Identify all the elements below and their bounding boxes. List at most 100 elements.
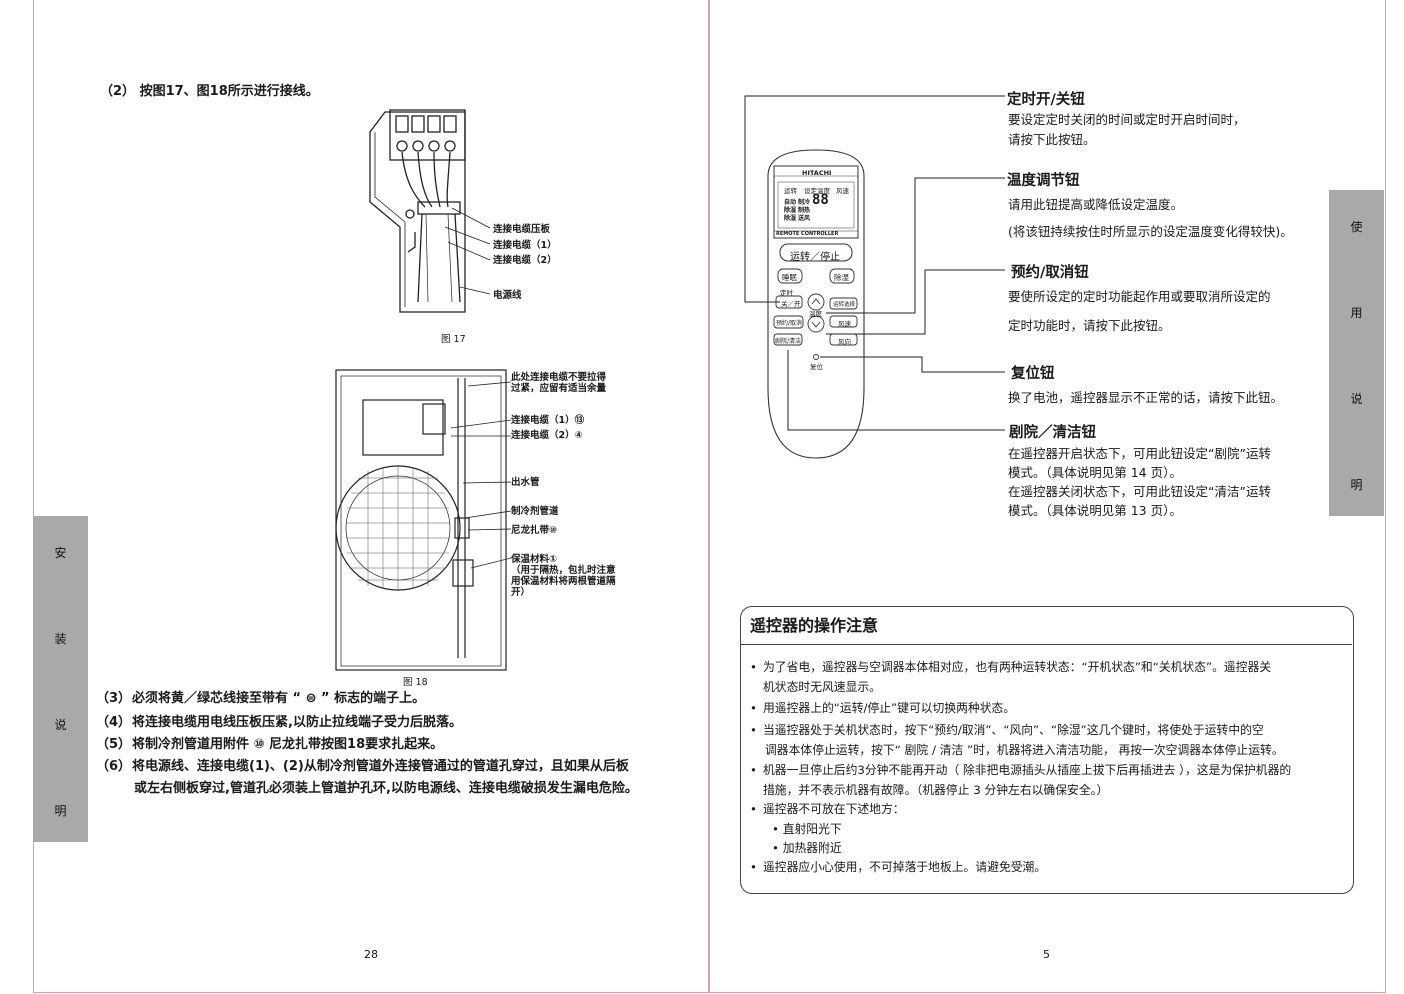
remote-lcd-digits: 88 xyxy=(812,192,829,208)
notes-bullet: • xyxy=(750,701,757,715)
fig18-caption: 图 18 xyxy=(403,677,428,688)
remote-lcd-mode-3: 除湿 xyxy=(784,215,797,222)
left-side-tab: 安 装 说 明 xyxy=(33,516,88,842)
note-4-line-2: 措施，并不表示机器有故障。（机器停止 3 分钟左右以确保安全。） xyxy=(763,783,1109,797)
figure-17-wiring-diagram xyxy=(369,109,491,313)
left-tab-char-2: 装 xyxy=(54,632,67,646)
remote-timer-label: 定时 xyxy=(780,289,793,297)
step-4-text: 将连接电缆用电线压板压紧,以防止拉线端子受力后脱落。 xyxy=(132,715,462,730)
remote-off-on-button[interactable]: 关／开 xyxy=(781,300,801,308)
right-tab-char-4: 明 xyxy=(1350,478,1363,492)
notes-bullet: • xyxy=(750,660,757,674)
callout-timer-line-1: 要设定定时关闭的时间或定时开启时间时， xyxy=(1008,112,1246,127)
note-2: 用遥控器上的“运转/停止”键可以切换两种状态。 xyxy=(763,701,1016,715)
callout-cinema-line-1: 在遥控器开启状态下，可用此钮设定“剧院”运转 xyxy=(1008,446,1271,461)
remote-lcd-mode-6: 送风 xyxy=(798,215,811,222)
fig18-label-drain-pipe: 出水管 xyxy=(511,477,540,488)
notes-bullet: • xyxy=(750,860,757,874)
callout-cinema-line-4: 模式。（具体说明见第 13 页）。 xyxy=(1008,503,1182,518)
step-6-text: 将电源线、连接电缆(1)、(2)从制冷剂管道外连接管通过的管道孔穿过，且如果从后… xyxy=(132,759,629,774)
fig17-label-cable-clamp: 连接电缆压板 xyxy=(493,224,551,235)
note-5-sub-1: • 直射阳光下 xyxy=(772,822,842,836)
right-side-tab: 使 用 说 明 xyxy=(1329,190,1384,516)
notes-bullet: • xyxy=(750,763,757,777)
remote-lcd-mode-4: 制冷 xyxy=(798,199,811,206)
right-page-number: 5 xyxy=(1043,948,1050,961)
note-3-line-1: 当遥控器处于关机状态时，按下“预约/取消”、“风向”、“除湿”这几个键时，将使处… xyxy=(763,723,1264,737)
notes-bullet: • xyxy=(750,802,757,816)
remote-lcd-mode-1: 自动 xyxy=(784,199,797,206)
fig18-label-cable-2: 连接电缆（2）④ xyxy=(511,430,583,441)
left-tab-char-3: 说 xyxy=(54,718,67,732)
remote-fan-speed-button[interactable]: 风速 xyxy=(838,320,851,328)
right-page-border xyxy=(708,0,1386,993)
remote-dehumid-button[interactable]: 除湿 xyxy=(834,273,849,282)
notes-bullet: • xyxy=(750,723,757,737)
step-3-num: （3） xyxy=(96,691,132,706)
fig17-label-cable-2: 连接电缆（2） xyxy=(493,255,557,266)
callout-cinema-line-2: 模式。（具体说明见第 14 页）。 xyxy=(1008,465,1182,480)
step-3-text: 必须将黄／绿芯线接至带有 “ ⊜ ” 标志的端子上。 xyxy=(132,691,426,706)
remote-mode-button[interactable]: 运转选择 xyxy=(833,302,856,308)
step-5-num: （5） xyxy=(96,737,132,752)
step-6-num: （6） xyxy=(96,759,132,774)
callout-temp-title: 温度调节钮 xyxy=(1007,173,1080,189)
fig18-label-insulation-note-1: （用于隔热，包扎时注意 xyxy=(511,565,616,576)
callout-reserve-line-1: 要使所设定的定时功能起作用或要取消所设定的 xyxy=(1008,289,1271,304)
fig17-label-power-cord: 电源线 xyxy=(493,290,522,301)
step-2-text: （2） 按图17、图18所示进行接线。 xyxy=(100,84,319,99)
fig18-label-insulation-note-2: 用保温材料将两根管道隔 xyxy=(511,576,616,587)
remote-temp-label: 温度 xyxy=(809,310,822,318)
remote-sleep-button[interactable]: 睡眠 xyxy=(782,273,797,282)
fig18-label-refrigerant-pipe: 制冷剂管道 xyxy=(511,506,559,517)
fig18-label-nylon-tie: 尼龙扎带⑩ xyxy=(511,525,558,536)
note-3-line-2: 调器本体停止运转，按下“ 剧院 / 清洁 ”时，机器将进入清洁功能， 再按一次空… xyxy=(765,743,1284,757)
right-tab-char-1: 使 xyxy=(1350,220,1363,234)
remote-reserve-cancel-button[interactable]: 预约/取消 xyxy=(776,320,803,327)
note-5: 遥控器不可放在下述地方： xyxy=(763,802,905,816)
remote-controller-outline xyxy=(767,149,865,459)
remote-lcd-top-3: 风速 xyxy=(836,187,849,195)
remote-lcd-mode-5: 制热 xyxy=(798,207,811,214)
left-tab-char-4: 明 xyxy=(54,804,67,818)
note-4-line-1: 机器一旦停止后约3分钟不能再开动（ 除非把电源插头从插座上拔下后再插进去 ），这… xyxy=(763,763,1292,777)
remote-cinema-clean-button[interactable]: 剧院/清洁 xyxy=(775,338,802,345)
figure-18-unit-diagram xyxy=(335,369,512,671)
left-tab-char-1: 安 xyxy=(54,546,67,560)
remote-lcd-top-2: 设定温度 xyxy=(804,187,830,195)
note-1-line-2: 机状态时无风速显示。 xyxy=(763,680,881,694)
callout-cinema-line-3: 在遥控器关闭状态下，可用此钮设定“清洁”运转 xyxy=(1008,484,1271,499)
callout-temp-line-2: (将该钮持续按住时所显示的设定温度变化得较快)。 xyxy=(1008,224,1293,239)
notes-title: 遥控器的操作注意 xyxy=(750,616,879,635)
callout-reset-line-1: 换了电池，遥控器显示不正常的话，请按下此钮。 xyxy=(1008,390,1284,405)
left-page-border xyxy=(33,0,710,993)
callout-leader-lines xyxy=(744,95,1005,431)
fig18-label-slack-2: 过紧，应留有适当余量 xyxy=(511,383,607,394)
callout-reset-title: 复位钮 xyxy=(1011,366,1055,382)
right-tab-char-3: 说 xyxy=(1350,392,1363,406)
fig18-label-cable-1: 连接电缆（1）⑬ xyxy=(511,415,585,426)
left-page-number: 28 xyxy=(364,948,378,961)
fig18-label-insulation-note-3: 开） xyxy=(511,587,531,598)
remote-lcd-top-1: 运转 xyxy=(784,187,797,195)
step-6-continued: 或左右侧板穿过,管道孔必须装上管道护孔环,以防电源线、连接电缆破损发生漏电危险。 xyxy=(134,781,638,796)
fig17-label-cable-1: 连接电缆（1） xyxy=(493,240,557,251)
note-1-line-1: 为了省电，遥控器与空调器本体相对应，也有两种运转状态：“开机状态”和“关机状态”… xyxy=(763,660,1272,674)
remote-swing-button[interactable]: 风向 xyxy=(838,338,851,346)
remote-reset-label: 复位 xyxy=(810,363,823,371)
fig18-label-insulation: 保温材料① xyxy=(511,554,558,565)
callout-temp-line-1: 请用此钮提高或降低设定温度。 xyxy=(1008,197,1184,212)
notes-box xyxy=(740,606,1354,894)
note-6: 遥控器应小心使用，不可掉落于地板上。请避免受潮。 xyxy=(763,860,1047,874)
callout-timer-title: 定时开/关钮 xyxy=(1007,92,1085,108)
right-tab-char-2: 用 xyxy=(1350,306,1363,320)
remote-run-stop-button[interactable]: 运转／停止 xyxy=(790,252,840,263)
remote-lcd-caption: REMOTE CONTROLLER xyxy=(776,231,839,237)
callout-timer-line-2: 请按下此按钮。 xyxy=(1008,132,1096,147)
fig17-caption: 图 17 xyxy=(441,334,466,345)
note-5-sub-2: • 加热器附近 xyxy=(772,841,842,855)
remote-lcd-mode-2: 除湿 xyxy=(784,207,797,214)
notes-title-divider xyxy=(740,644,1352,645)
step-5-text: 将制冷剂管道用附件 ⑩ 尼龙扎带按图18要求扎起来。 xyxy=(132,737,444,752)
callout-reserve-title: 预约/取消钮 xyxy=(1011,265,1089,281)
